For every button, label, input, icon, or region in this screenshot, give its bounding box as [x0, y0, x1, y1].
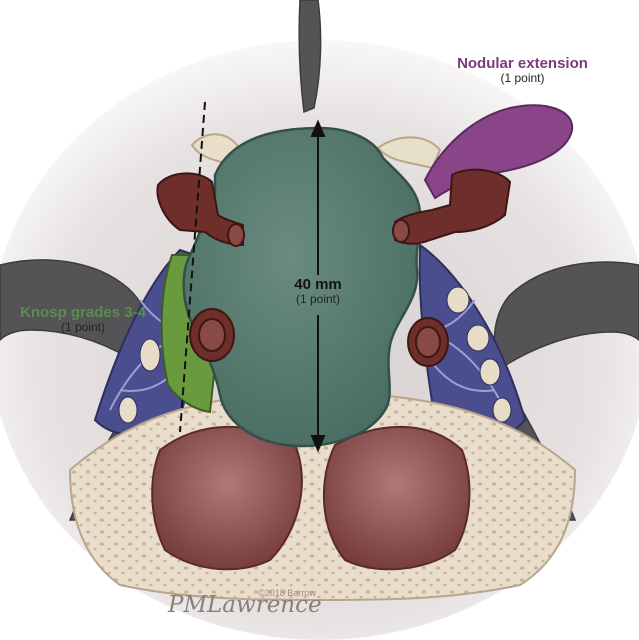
- copyright-text: ©2018 Barrow: [258, 588, 316, 598]
- artist-signature: PMLawrence: [168, 592, 322, 618]
- knosp-title: Knosp grades 3-4: [20, 304, 146, 321]
- sphenoid-sinus-left: [151, 425, 303, 571]
- sphenoid-sinus-right: [322, 425, 471, 571]
- diameter-label: 40 mm (1 point): [268, 276, 368, 307]
- diameter-arrow: [310, 119, 326, 453]
- carotid-artery-left: [156, 172, 245, 362]
- diameter-points: (1 point): [295, 292, 341, 307]
- knosp-points: (1 point): [60, 320, 106, 335]
- nodular-extension-label: Nodular extension (1 point): [440, 55, 605, 86]
- knosp-label: Knosp grades 3-4 (1 point): [8, 304, 158, 335]
- nodular-extension-points: (1 point): [500, 71, 545, 86]
- carotid-artery-right: [392, 168, 512, 367]
- knosp-line: [179, 101, 206, 433]
- nodular-extension-title: Nodular extension: [457, 55, 588, 72]
- diameter-title: 40 mm: [294, 276, 342, 293]
